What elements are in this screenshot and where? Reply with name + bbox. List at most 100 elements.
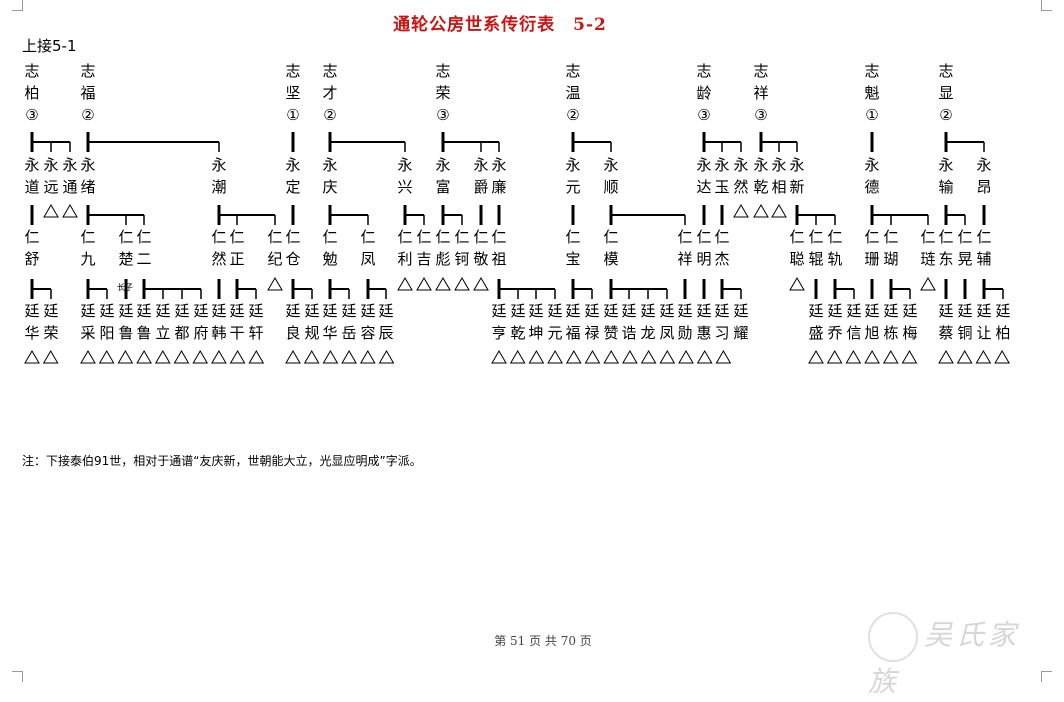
no-heir-mark-gen3-6 — [789, 277, 805, 291]
gen4-person-25-char-1: 诰 — [621, 324, 637, 342]
no-heir-mark-gen4-4-872 — [864, 350, 880, 364]
gen2-person-9-char-0: 永 — [473, 156, 489, 174]
gen3-person-6-char-0: 仁 — [267, 228, 283, 246]
gen4-person-28-char-0: 廷 — [677, 302, 693, 320]
gen3-person-8-char-0: 仁 — [322, 228, 338, 246]
gen4-person-40-char-1: 让 — [976, 324, 992, 342]
no-heir-mark-gen4-1-88 — [80, 350, 96, 364]
no-heir-mark-gen4-5-1002 — [994, 350, 1010, 364]
gen4-person-38-char-1: 蔡 — [938, 324, 954, 342]
no-heir-mark-gen4-3-574 — [565, 350, 582, 364]
gen1-person-9-char-2: ② — [939, 106, 953, 124]
gen2-person-5-char-0: 永 — [285, 156, 301, 174]
gen4-person-9-char-0: 廷 — [211, 302, 227, 320]
gen4-person-2-char-1: 采 — [80, 324, 96, 342]
gen1-person-2-char-1: 坚 — [285, 84, 301, 102]
gen1-person-6-char-1: 龄 — [696, 84, 712, 102]
gen2-person-19-char-0: 永 — [864, 156, 880, 174]
gen4-person-14-char-0: 廷 — [322, 302, 338, 320]
gen1-person-3-char-0: 志 — [322, 62, 338, 80]
no-heir-mark-gen4-4-853 — [845, 350, 862, 364]
gen3-person-3-char-0: 仁 — [136, 228, 152, 246]
gen4-person-7-char-1: 都 — [174, 324, 190, 342]
gen3-person-15-char-1: 祖 — [491, 250, 507, 268]
gen3-person-16-char-1: 宝 — [565, 250, 581, 268]
no-heir-mark-gen4-4-816 — [808, 350, 824, 364]
gen3-person-17-char-1: 模 — [603, 250, 619, 268]
gen3-person-29-char-1: 辅 — [976, 250, 992, 268]
gen4-person-19-char-0: 廷 — [510, 302, 526, 320]
gen4-person-34-char-0: 廷 — [846, 302, 862, 320]
gen3-person-9-char-1: 凤 — [360, 250, 376, 268]
gen3-person-25-char-0: 仁 — [883, 228, 899, 246]
gen4-person-10-char-1: 干 — [229, 324, 245, 342]
gen3-person-18-char-0: 仁 — [677, 228, 693, 246]
gen2-person-14-char-0: 永 — [714, 156, 730, 174]
gen2-person-4-char-1: 潮 — [211, 178, 227, 196]
no-heir-mark-gen4-3-649 — [640, 350, 657, 364]
no-heir-mark-gen4-2-312 — [303, 350, 320, 364]
gen1-person-8-char-2: ① — [865, 106, 879, 124]
gen4-person-3-char-1: 阳 — [99, 324, 115, 342]
gen3-person-28-char-1: 晃 — [957, 250, 973, 268]
gen2-person-13-char-1: 达 — [696, 178, 712, 196]
gen2-person-20-char-0: 永 — [938, 156, 954, 174]
no-heir-mark-gen4-1-125 — [117, 350, 134, 364]
gen4-person-17-char-0: 廷 — [378, 302, 394, 320]
gen2-person-0-char-1: 道 — [24, 178, 40, 196]
gen4-person-20-char-1: 坤 — [528, 324, 544, 342]
no-heir-mark-gen2-3 — [753, 204, 769, 218]
gen4-person-0-char-0: 廷 — [24, 302, 40, 320]
gen4-person-3-char-0: 廷 — [99, 302, 115, 320]
gen2-person-11-char-1: 元 — [565, 178, 581, 196]
gen3-person-29-char-0: 仁 — [976, 228, 992, 246]
gen2-person-0-char-0: 永 — [24, 156, 40, 174]
gen1-person-1-char-0: 志 — [80, 62, 96, 80]
no-heir-mark-gen4-5-965 — [956, 350, 973, 364]
gen4-person-36-char-1: 栋 — [883, 324, 899, 342]
gen2-person-6-char-1: 庆 — [322, 178, 338, 196]
gen4-person-6-char-1: 立 — [155, 324, 171, 342]
gen3-person-28-char-0: 仁 — [957, 228, 973, 246]
gen1-person-6-char-0: 志 — [696, 62, 712, 80]
gen1-person-2-char-2: ① — [286, 106, 300, 124]
gen4-person-1-char-0: 廷 — [43, 302, 59, 320]
gen4-person-41-char-1: 柏 — [995, 324, 1011, 342]
gen4-person-8-char-0: 廷 — [193, 302, 209, 320]
gen4-person-39-char-1: 铜 — [957, 324, 973, 342]
gen1-person-3-char-1: 才 — [322, 84, 338, 102]
gen4-person-40-char-0: 廷 — [976, 302, 992, 320]
gen4-person-0-char-1: 华 — [24, 324, 40, 342]
gen4-person-38-char-0: 廷 — [938, 302, 954, 320]
corner-mark-bl — [12, 671, 23, 682]
gen4-person-22-char-1: 福 — [565, 324, 581, 342]
no-heir-mark-gen3-0 — [267, 277, 283, 291]
gen2-person-16-char-1: 乾 — [753, 178, 769, 196]
no-heir-mark-gen3-5 — [473, 277, 489, 291]
gen4-person-18-char-1: 亨 — [491, 324, 507, 342]
gen4-person-1-char-1: 荣 — [43, 324, 59, 342]
gen4-person-33-char-1: 乔 — [827, 324, 843, 342]
gen2-person-8-char-0: 永 — [435, 156, 451, 174]
no-heir-mark-gen4-2-293 — [285, 350, 301, 364]
gen1-person-2-char-0: 志 — [285, 62, 301, 80]
gen4-person-23-char-1: 禄 — [584, 324, 600, 342]
gen3-person-0-char-1: 舒 — [24, 250, 40, 268]
gen1-person-1-char-2: ② — [81, 106, 95, 124]
gen4-person-27-char-1: 凤 — [659, 324, 675, 342]
gen4-person-9-char-1: 韩 — [211, 324, 227, 342]
corner-mark-tr — [1041, 0, 1052, 11]
gen3-person-15-char-0: 仁 — [491, 228, 507, 246]
gen2-person-8-char-1: 富 — [435, 178, 451, 196]
no-heir-mark-gen4-4-835 — [826, 350, 843, 364]
gen4-person-41-char-0: 廷 — [995, 302, 1011, 320]
gen4-person-4-char-0: 廷 — [118, 302, 134, 320]
gen4-person-31-char-0: 廷 — [733, 302, 749, 320]
no-heir-mark-gen4-1-107 — [98, 350, 115, 364]
gen4-person-20-char-0: 廷 — [528, 302, 544, 320]
no-heir-mark-gen4-3-705 — [696, 350, 713, 364]
gen4-person-27-char-0: 廷 — [659, 302, 675, 320]
gen1-person-4-char-0: 志 — [435, 62, 451, 80]
gen4-person-29-char-1: 惠 — [696, 324, 712, 342]
gen3-person-24-char-0: 仁 — [864, 228, 880, 246]
